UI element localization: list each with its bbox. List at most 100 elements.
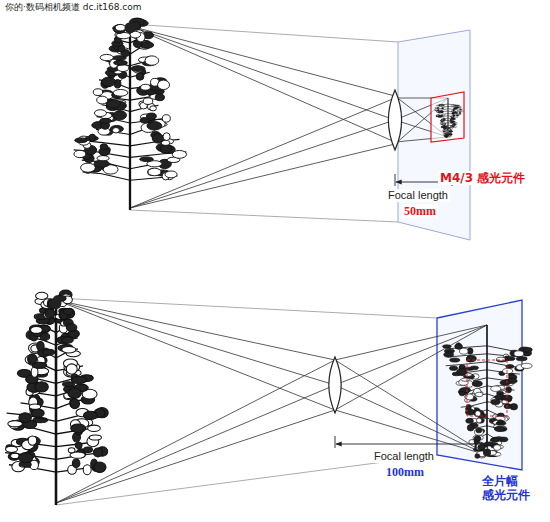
tree-foliage [454,105,457,107]
tree-foliage [460,109,462,110]
tree-foliage [457,369,467,375]
tree-foliage [472,381,482,387]
tree-foliage [457,107,460,108]
tree-foliage [454,111,456,113]
m43-crop-outline [467,360,507,416]
tree-foliage [450,130,453,132]
light-ray [56,298,437,318]
tree-foliage [452,113,454,114]
tree-foliage [163,133,170,141]
tree-foliage [441,108,443,109]
tree-foliage [475,429,484,436]
tree-foliage [68,448,75,453]
tree-foliage [443,131,445,132]
light-ray [56,325,487,503]
sensor-label: M4/3 感光元件 [438,171,527,185]
convex-lens [388,90,401,150]
tree-foliage [444,135,447,136]
tree-foliage [458,106,462,108]
tree-foliage [66,364,77,374]
tree-foliage [443,131,445,132]
tree-foliage [115,24,126,30]
light-ray [56,325,487,503]
tree-foliage [75,442,82,448]
tree-foliage [19,413,31,423]
tree-foliage [100,144,108,150]
tree-foliage [478,445,485,450]
tree-foliage [83,411,97,419]
tree-foliage [162,115,170,122]
light-ray [130,210,398,222]
tree-foliage [74,150,86,157]
tree-branch [446,362,487,366]
tree-foliage [470,366,479,370]
tree-foliage [40,333,50,340]
tree-foliage [452,126,454,127]
tree-foliage [68,388,81,398]
light-ray [56,300,487,455]
tree-foliage [453,123,455,125]
convex-lens [329,357,341,413]
tree-foliage [447,134,450,136]
tree-foliage [473,435,483,440]
tree-branch [448,120,455,121]
tree-foliage [155,94,164,101]
tree-foliage [51,297,62,309]
tree-foliage [500,380,510,386]
tree-foliage [441,117,443,119]
full-frame-panel [5,290,532,505]
tree-foliage [493,445,500,451]
tree-foliage [461,110,464,112]
focal-length-value: 50mm [402,204,438,218]
tree-foliage [28,354,37,364]
tree-foliage [443,119,445,120]
tree-foliage [498,420,504,423]
tree-foliage [514,351,524,357]
tree-foliage [516,357,527,361]
tree-foliage [476,418,481,423]
tree-foliage [441,104,444,105]
tree-foliage [114,111,127,120]
tree-foliage [494,427,504,432]
tree-branch [441,118,448,120]
tree-foliage [136,73,144,80]
tree-branch [487,346,529,352]
tree-foliage [521,363,532,368]
tree-foliage [452,117,454,118]
tree-foliage [503,369,513,374]
tree-foliage [63,308,73,314]
tree-foliage [83,465,91,475]
tree-foliage [444,133,447,134]
tree-foliage [75,138,88,143]
tree-foliage [466,418,474,423]
tree-foliage [452,112,454,114]
tree-foliage [454,126,456,128]
tree-foliage [29,325,42,333]
focal-length-label: Focal length [372,450,436,463]
tree-branch [461,402,487,407]
tree-foliage [459,391,465,395]
tree-foliage [449,366,457,370]
light-ray [130,24,398,42]
tree-foliage [131,66,145,71]
tree-foliage [66,324,76,331]
tree-foliage [467,425,474,431]
focal-tick [395,174,396,186]
tree-foliage [476,428,482,433]
tree-foliage [165,171,177,178]
tree-foliage [453,123,456,125]
tree-foliage [453,107,457,109]
tree-foliage [31,409,44,417]
tree-foliage [454,110,457,112]
tree-foliage [491,386,501,391]
tree-foliage [461,378,469,381]
tree-foliage [100,118,112,123]
tree-foliage [102,77,116,86]
tree-foliage [158,80,170,89]
tree-foliage [152,134,163,143]
tree-foliage [476,418,484,423]
sensor-label: 全片幅 感光元件 [480,474,540,503]
focal-length-label: Focal length [386,189,450,202]
tree-foliage [110,125,123,132]
tree-foliage [447,128,451,130]
